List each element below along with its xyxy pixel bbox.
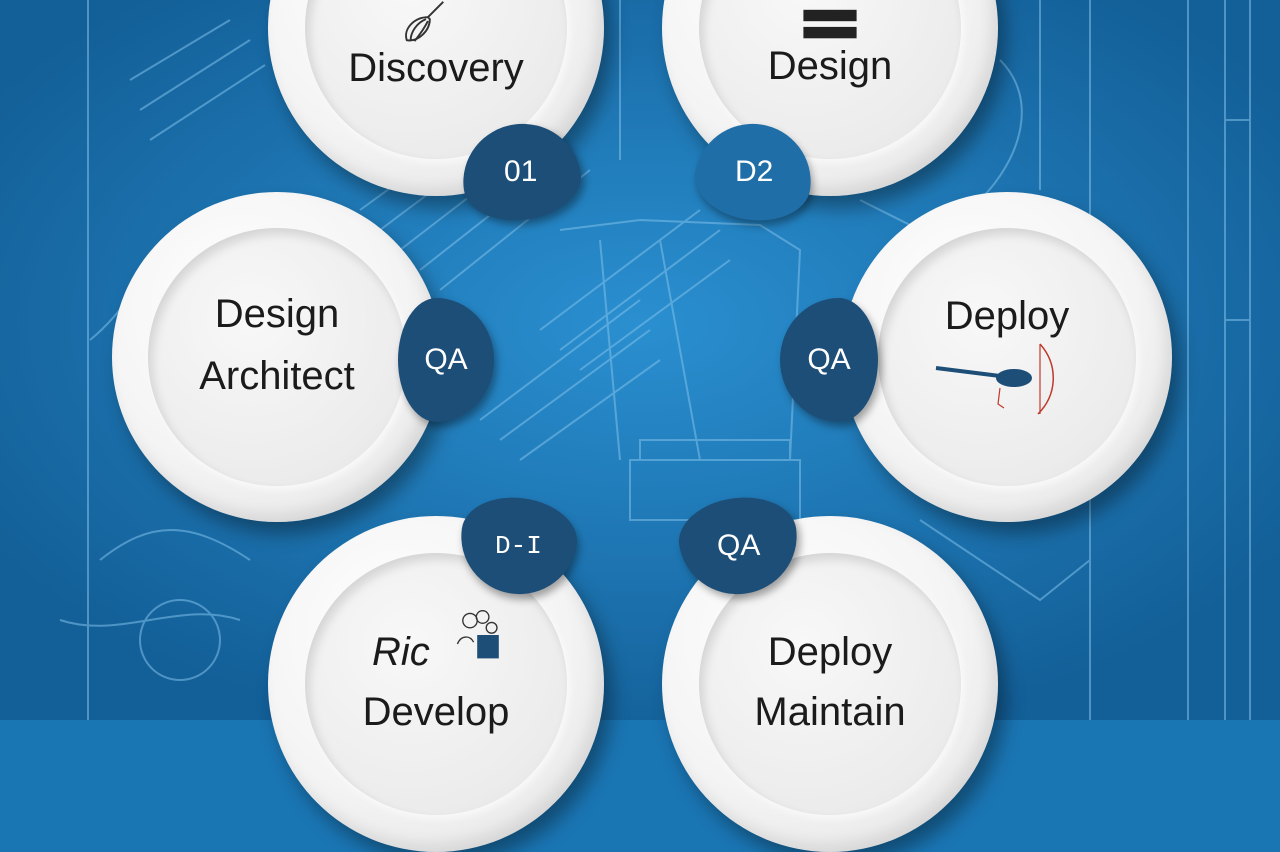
step-deploy-node: Deploy bbox=[842, 192, 1172, 522]
step-badge-01-text: 01 bbox=[504, 155, 538, 188]
step-design-label: Design bbox=[767, 44, 893, 88]
step-deploy-label: Deploy bbox=[944, 294, 1070, 338]
chef-pot-icon bbox=[456, 610, 499, 659]
step-badge-qa-left: QA bbox=[398, 298, 494, 422]
step-deploy-maintain-label-line1: Deploy bbox=[767, 630, 893, 674]
step-badge-develop-text: D-I bbox=[494, 531, 542, 561]
step-design-architect-label-line2: Architect bbox=[199, 354, 355, 398]
step-design-architect-label-line1: Design bbox=[214, 292, 340, 336]
step-design-architect-node: Design Architect bbox=[112, 192, 442, 522]
step-discovery-label: Discovery bbox=[348, 46, 524, 90]
step-badge-qa-bottom-text: QA bbox=[717, 529, 761, 563]
step-badge-d2-text: D2 bbox=[734, 154, 774, 188]
step-deploy-maintain-label-line2: Maintain bbox=[754, 690, 906, 734]
monitor-icon bbox=[803, 9, 857, 39]
step-develop-label-line1: Ric bbox=[372, 630, 430, 674]
whisk-icon bbox=[405, 1, 444, 42]
step-badge-qa-left-text: QA bbox=[424, 343, 468, 376]
step-design-node: Design bbox=[662, 0, 998, 196]
spoon-icon bbox=[935, 343, 1054, 415]
step-develop-label-line2: Develop bbox=[362, 690, 510, 734]
step-badge-qa-right-text: QA bbox=[807, 343, 851, 376]
step-badge-qa-right: QA bbox=[780, 298, 878, 422]
